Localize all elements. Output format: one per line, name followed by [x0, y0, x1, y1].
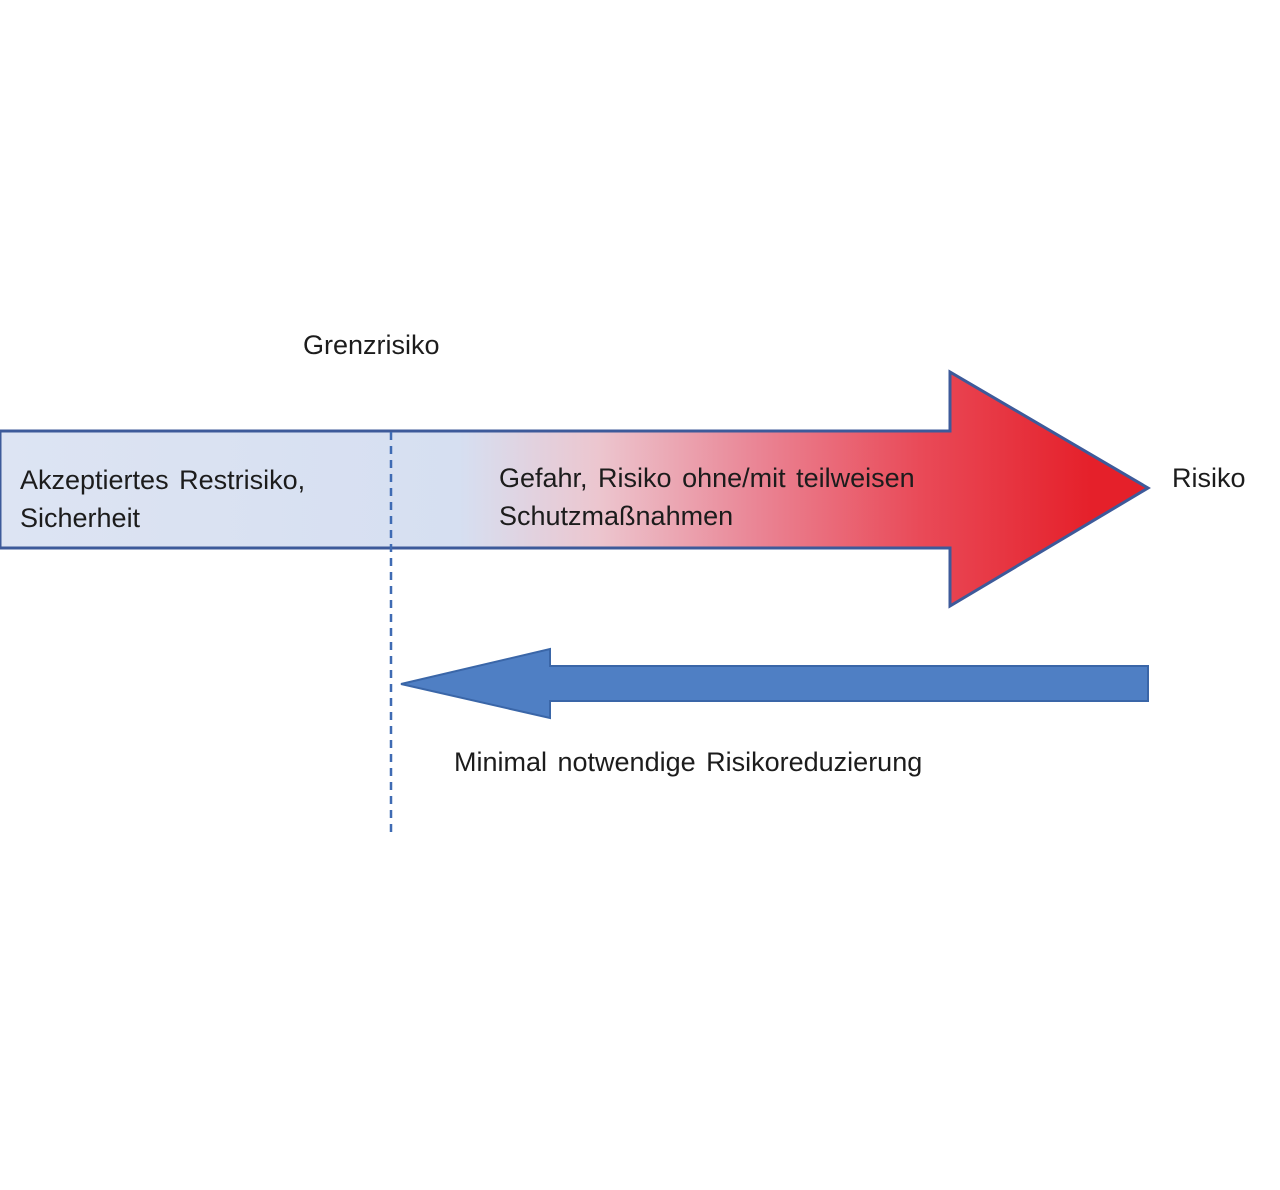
danger-zone-label: Gefahr, Risiko ohne/mit teilweisen Schut…	[499, 459, 915, 535]
reduction-arrow	[400, 647, 1149, 720]
accepted-risk-label: Akzeptiertes Restrisiko, Sicherheit	[20, 461, 305, 537]
risk-axis-label: Risiko	[1172, 463, 1246, 493]
threshold-label: Grenzrisiko	[303, 330, 440, 360]
accepted-risk-line-1: Akzeptiertes Restrisiko,	[20, 465, 306, 495]
risk-arrow	[0, 369, 1151, 609]
accepted-risk-line-2: Sicherheit	[20, 503, 141, 533]
danger-zone-line-1: Gefahr, Risiko ohne/mit teilweisen	[499, 463, 915, 493]
risk-reduction-label: Minimal notwendige Risikoreduzierung	[454, 747, 923, 777]
danger-zone-line-2: Schutzmaßnahmen	[499, 501, 734, 531]
